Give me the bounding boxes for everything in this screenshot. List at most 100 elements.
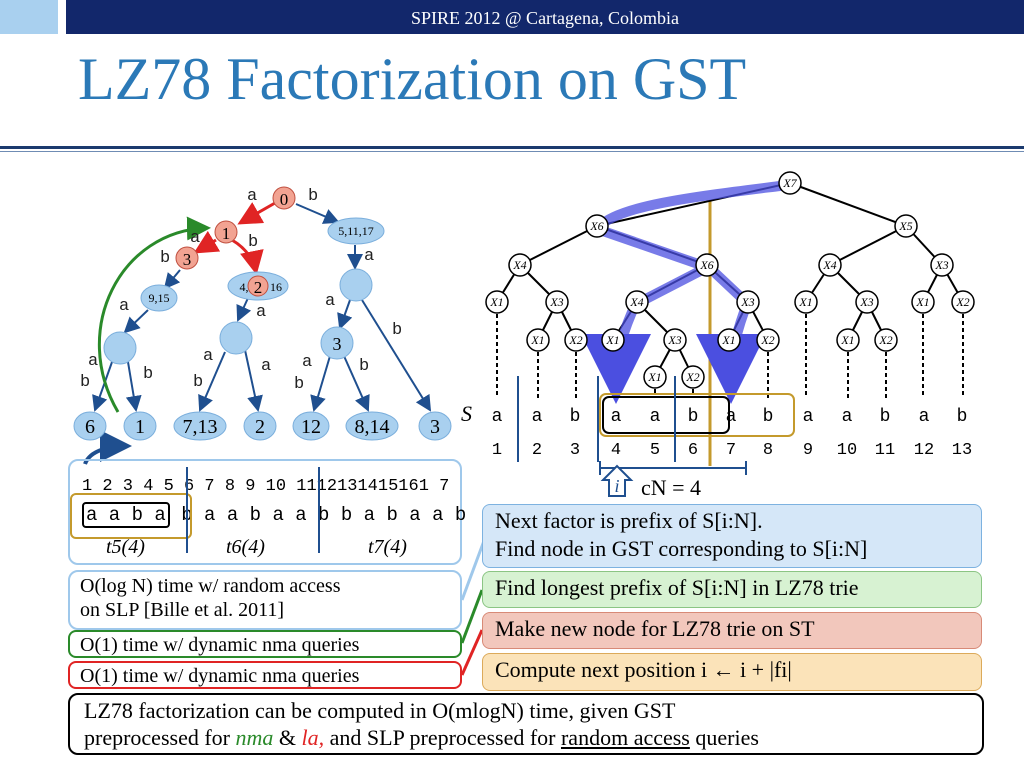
la-note: O(1) time w/ dynamic nma queries [68,661,462,689]
conference-label: SPIRE 2012 @ Cartagena, Colombia [410,8,680,28]
path-edge [193,230,221,254]
trie-edge [163,269,181,290]
slp-node: X1 [911,290,935,314]
svg-text:X6: X6 [699,258,713,272]
svg-text:X3: X3 [934,258,948,272]
edge-label: a [325,292,335,311]
svg-text:b: b [570,407,581,427]
conclusion-box: LZ78 factorization can be computed in O(… [68,693,984,755]
svg-text:X1: X1 [489,295,503,309]
trie-leaf [292,411,330,441]
trie-edge [343,355,370,412]
slp-node: X2 [564,328,588,352]
svg-text:b: b [880,407,891,427]
svg-text:X1: X1 [840,333,854,347]
svg-text:2: 2 [532,441,542,460]
position-row: 1 2 3 4 5 6 7 8 9 10 1112131415161 7 [82,477,450,496]
svg-text:a: a [611,407,622,427]
slp-node: X3 [545,290,569,314]
svg-text:3: 3 [570,441,580,460]
trie-node-3b [320,326,354,360]
svg-text:X2: X2 [568,333,582,347]
edge-label: b [80,373,90,392]
t7-label: t7(4) [368,536,407,558]
node-5-11-17-label: 5,11,17 [338,224,374,238]
trie-edge [92,361,113,412]
svg-text:X2: X2 [760,333,774,347]
slp-node: X1 [643,365,667,389]
svg-text:4: 4 [611,441,621,460]
svg-text:X2: X2 [685,370,699,384]
factor-divider [318,467,320,553]
conclusion-line2: preprocessed for nma & la, and SLP prepr… [84,725,759,750]
svg-text:a: a [842,407,853,427]
factor-divider [186,467,188,553]
title-divider [0,146,1024,149]
conclusion-line1: LZ78 factorization can be computed in O(… [84,698,676,723]
slide-title: LZ78 Factorization on GST [78,46,747,112]
slp-node: X1 [717,328,741,352]
svg-text:a: a [803,407,814,427]
svg-text:11: 11 [875,441,895,460]
slp-node: X1 [526,328,550,352]
edge-label: b [392,321,402,340]
slp-node: X3 [930,253,954,277]
trie-edge [361,299,432,412]
edge-label: a [256,303,266,322]
trie-edge [198,351,226,412]
edge-label: a [247,187,257,206]
leaf-label: 1 [135,416,145,438]
edge-label: b [359,357,369,376]
trie-edge [244,349,263,412]
header-bar: SPIRE 2012 @ Cartagena, Colombia [0,0,1024,34]
svg-text:X1: X1 [721,333,735,347]
svg-text:X1: X1 [915,295,929,309]
svg-text:a: a [532,407,543,427]
trie-node-1 [214,220,238,244]
trie-node-5-11-17 [327,217,385,245]
node-1-label: 1 [222,224,231,243]
node-9-15-label: 9,15 [149,291,170,305]
trie-leaf [243,411,277,441]
svg-text:b: b [957,407,968,427]
svg-text:X7: X7 [782,176,797,190]
edge-label: b [193,373,203,392]
trie-edge [123,309,149,334]
svg-text:X4: X4 [629,295,643,309]
svg-text:5: 5 [650,441,660,460]
callout-connector [460,589,484,644]
trie-inner-node [103,331,137,365]
slp-tree: X7 X6 X5 X4 X6 X4 X3 X1 X3 X4 X3 X1 X3 X… [461,171,975,497]
boxed-factor: a a b a [82,502,170,528]
gold-factor-box [70,493,192,539]
sequence-box: 1 2 3 4 5 6 7 8 9 10 1112131415161 7 a a… [68,459,466,565]
slp-node: X3 [855,290,879,314]
svg-text:1: 1 [492,441,502,460]
slp-node: X6 [585,214,609,238]
svg-text:13: 13 [952,441,972,460]
svg-text:a: a [650,407,661,427]
slp-node: X4 [508,253,532,277]
slp-node: X2 [951,290,975,314]
trie-edge [295,203,340,224]
svg-text:a: a [919,407,930,427]
edge-label: a [364,247,374,266]
s-positions: 1 2 3 4 5 6 7 8 9 10 11 12 13 [492,441,972,460]
trie-edge [337,299,353,330]
edge-label: a [203,347,213,366]
svg-text:X1: X1 [605,333,619,347]
trie-root-node [272,186,296,210]
sequence-string: a a b a b a a b a a b b a b a a b [82,502,466,528]
slp-node: X7 [778,171,802,195]
leaf-label: 7,13 [183,416,218,438]
edge-label: a [88,352,98,371]
trie-leaf [73,411,107,441]
trie-inner-node [219,321,253,355]
svg-text:b: b [688,407,699,427]
svg-text:X4: X4 [822,258,836,272]
t6-label: t6(4) [226,536,265,558]
slp-node: X1 [485,290,509,314]
svg-text:10: 10 [837,441,857,460]
trie-leaf [123,411,157,441]
svg-text:b: b [763,407,774,427]
